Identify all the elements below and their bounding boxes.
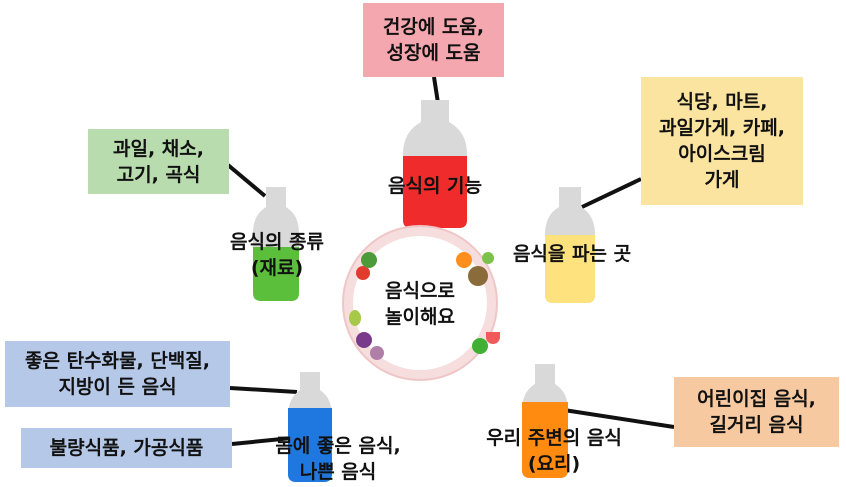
liquid-health [288, 408, 332, 482]
connector-function [432, 76, 440, 104]
tomato-icon [356, 266, 370, 280]
box-around-line2: 길거리 음식 [709, 414, 804, 436]
box-function-line2: 성장에 도움 [386, 42, 481, 64]
label-type-line2: (재료) [250, 257, 304, 279]
connector-sellers [581, 177, 642, 209]
box-health-good-line2: 지방이 든 음식 [58, 376, 177, 398]
bottle-sellers [545, 185, 595, 303]
box-around: 어린이집 음식, 길거리 음식 [674, 377, 839, 447]
onion-icon [370, 346, 384, 360]
box-type: 과일, 채소, 고기, 곡식 [88, 129, 229, 194]
label-sellers: 음식을 파는 곳 [512, 243, 632, 265]
connector-health-bad [231, 436, 293, 446]
box-sellers-line3: 아이스크림 [678, 143, 766, 165]
label-around-line1: 우리 주변의 음식 [486, 427, 622, 449]
connector-type [226, 163, 267, 198]
liquid-sellers [545, 235, 595, 303]
box-sellers-line4: 가게 [704, 169, 740, 191]
avocado-icon [468, 266, 488, 286]
label-around: 우리 주변의 음식 (요리) [474, 425, 634, 477]
broccoli-icon [361, 252, 377, 268]
label-health: 몸에 좋은 음식, 나쁜 음식 [258, 433, 418, 485]
liquid-function [403, 156, 467, 228]
lime-icon [482, 252, 494, 264]
bottle-type [253, 185, 299, 301]
watermelon-icon [486, 332, 500, 344]
box-function-line1: 건강에 도움, [382, 16, 485, 38]
liquid-type [253, 247, 299, 301]
connector-around [550, 406, 675, 429]
box-health-bad-line1: 불량식품, 가공식품 [49, 437, 204, 459]
pepper-icon [472, 338, 488, 354]
label-around-line2: (요리) [527, 453, 581, 475]
connector-health-good [229, 386, 298, 394]
box-health-good-line1: 좋은 탄수화물, 단백질, [25, 350, 210, 372]
box-type-line2: 고기, 곡식 [116, 163, 201, 186]
label-health-line1: 몸에 좋은 음식, [275, 435, 401, 457]
bottle-function [403, 98, 467, 228]
box-sellers-line2: 과일가게, 카페, [659, 117, 785, 139]
bottle-health [288, 370, 332, 482]
box-function: 건강에 도움, 성장에 도움 [363, 3, 504, 77]
center-title-line2: 놀이해요 [385, 306, 455, 328]
box-sellers-line1: 식당, 마트, [676, 91, 768, 113]
pear-icon [349, 310, 361, 326]
liquid-around [522, 402, 568, 478]
box-health-bad: 불량식품, 가공식품 [21, 428, 232, 468]
box-around-line1: 어린이집 음식, [697, 388, 816, 410]
label-function: 음식의 기능 [387, 175, 482, 197]
center-title: 음식으로 놀이해요 [353, 278, 487, 330]
orange-icon [456, 252, 472, 268]
grape-icon [356, 332, 372, 348]
box-sellers: 식당, 마트, 과일가게, 카페, 아이스크림 가게 [641, 77, 803, 205]
box-type-line1: 과일, 채소, [113, 137, 204, 160]
label-health-line2: 나쁜 음식 [299, 461, 377, 483]
label-type: 음식의 종류 (재료) [212, 229, 342, 281]
box-health-good: 좋은 탄수화물, 단백질, 지방이 든 음식 [5, 341, 230, 407]
bottle-around [522, 362, 568, 478]
center-title-line1: 음식으로 [385, 280, 455, 302]
label-type-line1: 음식의 종류 [229, 231, 324, 253]
